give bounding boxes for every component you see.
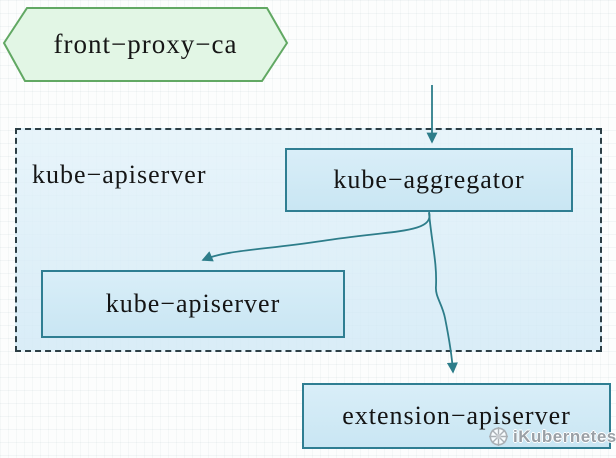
helm-wheel-icon [489, 427, 508, 446]
watermark: iKubernetes [488, 426, 616, 447]
node-kube-aggregator-label: kube−aggregator [333, 165, 525, 194]
node-kube-apiserver-label: kube−apiserver [105, 289, 281, 318]
node-extension-apiserver-label: extension−apiserver [342, 401, 571, 430]
node-extension-apiserver: extension−apiserver [302, 383, 611, 449]
node-kube-aggregator: kube−aggregator [285, 148, 573, 212]
front-proxy-ca-label: front−proxy−ca [53, 29, 238, 59]
node-kube-apiserver: kube−apiserver [41, 270, 345, 338]
watermark-label: iKubernetes [513, 426, 616, 446]
kube-apiserver-group-label: kube−apiserver [32, 160, 207, 189]
